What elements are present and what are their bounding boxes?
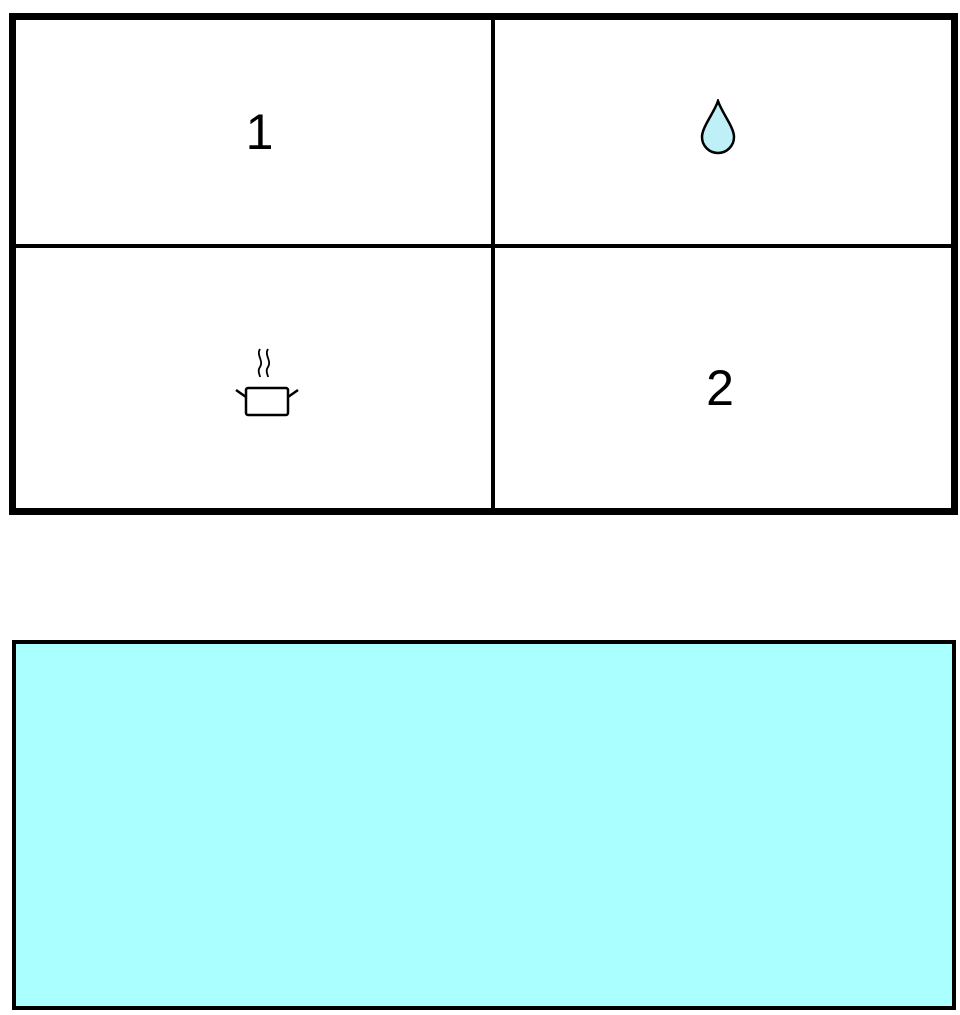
- cell-label-1: 1: [245, 104, 274, 160]
- steam-line: [265, 348, 270, 378]
- steaming-pot-icon: [234, 348, 299, 417]
- cell-bottom-right: 2: [495, 248, 951, 508]
- water-pool-rectangle: [12, 640, 956, 1010]
- grid-diagram: 1 2: [9, 13, 958, 515]
- pot-body: [244, 386, 289, 417]
- cell-bottom-left: [16, 248, 491, 508]
- vertical-divider: [491, 20, 495, 508]
- cell-label-2: 2: [706, 360, 734, 416]
- cell-top-left: 1: [16, 20, 491, 244]
- pot-handle-left: [234, 388, 247, 399]
- pot-handle-right: [286, 388, 299, 399]
- water-drop-icon: [700, 99, 736, 155]
- steam-line: [257, 348, 262, 378]
- cell-top-right: [495, 20, 951, 244]
- horizontal-divider: [16, 244, 951, 248]
